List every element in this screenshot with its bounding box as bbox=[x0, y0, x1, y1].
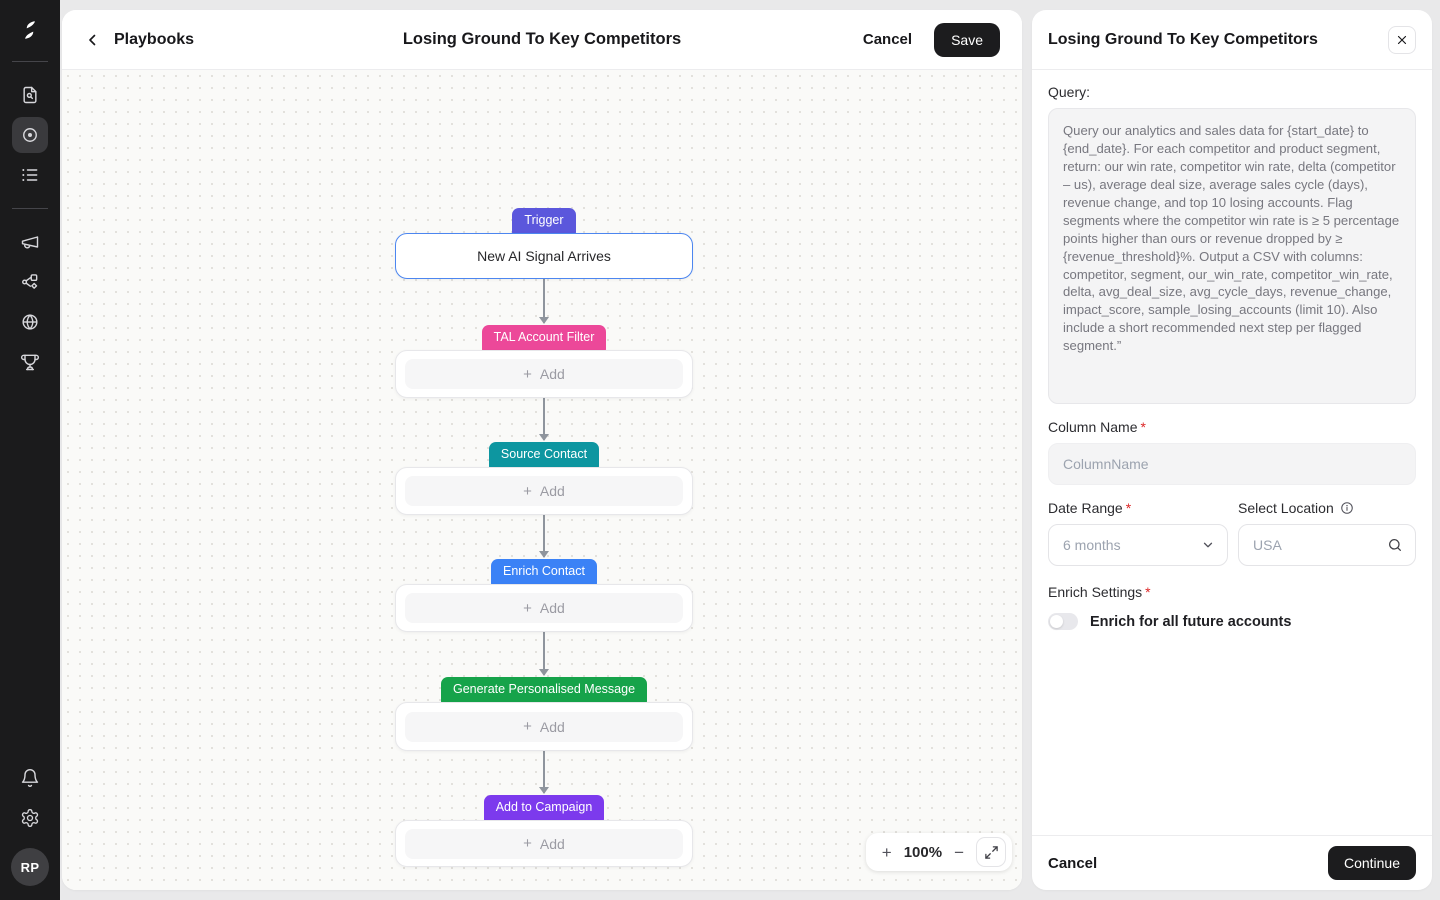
connector-arrow bbox=[539, 395, 549, 441]
select-location-label: Select Location bbox=[1238, 500, 1334, 516]
add-step-button[interactable]: +Add bbox=[405, 359, 683, 389]
add-step-button[interactable]: +Add bbox=[405, 476, 683, 506]
chevron-down-icon bbox=[1201, 538, 1215, 552]
workflow-node[interactable]: +Add bbox=[395, 584, 693, 632]
enrich-settings-label: Enrich Settings* bbox=[1048, 584, 1151, 600]
notifications-bell-icon[interactable] bbox=[12, 760, 48, 796]
column-name-input[interactable] bbox=[1048, 443, 1416, 485]
plus-icon: + bbox=[523, 599, 532, 617]
chevron-left-icon bbox=[84, 31, 102, 49]
enrich-toggle[interactable] bbox=[1048, 613, 1078, 630]
workflow-node[interactable]: +Add bbox=[395, 350, 693, 398]
app-logo-icon[interactable] bbox=[12, 12, 48, 48]
close-icon bbox=[1395, 33, 1409, 47]
trigger-node-title: New AI Signal Arrives bbox=[477, 248, 611, 264]
workflow-node[interactable]: +Add bbox=[395, 820, 693, 867]
location-search-field bbox=[1238, 524, 1416, 566]
close-panel-button[interactable] bbox=[1388, 25, 1416, 54]
continue-button[interactable]: Continue bbox=[1327, 846, 1416, 880]
panel-footer: Cancel Continue bbox=[1032, 835, 1432, 890]
sidebar-item-list[interactable] bbox=[12, 157, 48, 193]
required-asterisk: * bbox=[1145, 584, 1151, 600]
query-textarea[interactable]: Query our analytics and sales data for {… bbox=[1048, 108, 1416, 404]
sidebar-item-workflow[interactable] bbox=[12, 264, 48, 300]
location-search-input[interactable] bbox=[1241, 537, 1387, 553]
connector-arrow bbox=[539, 629, 549, 676]
sidebar-divider bbox=[12, 61, 48, 62]
user-avatar[interactable]: RP bbox=[11, 848, 49, 886]
panel-body: Query: Query our analytics and sales dat… bbox=[1032, 70, 1432, 835]
sidebar-divider bbox=[12, 208, 48, 209]
required-asterisk: * bbox=[1125, 500, 1132, 516]
plus-icon: + bbox=[523, 835, 532, 852]
workflow-node[interactable]: +Add bbox=[395, 702, 693, 751]
back-label: Playbooks bbox=[114, 30, 195, 48]
sidebar-item-globe[interactable] bbox=[12, 304, 48, 340]
zoom-out-button[interactable]: − bbox=[954, 842, 964, 862]
back-to-playbooks[interactable]: Playbooks bbox=[84, 31, 194, 49]
workflow-step: Generate Personalised Message+Add bbox=[395, 677, 693, 751]
workflow-step: Source Contact+Add bbox=[395, 442, 693, 515]
add-step-button[interactable]: +Add bbox=[405, 593, 683, 623]
plus-icon: + bbox=[523, 365, 532, 383]
plus-icon: + bbox=[523, 482, 532, 500]
sidebar-item-document-search[interactable] bbox=[12, 77, 48, 113]
cancel-button[interactable]: Cancel bbox=[862, 31, 913, 48]
search-icon[interactable] bbox=[1387, 537, 1403, 553]
required-asterisk: * bbox=[1140, 419, 1146, 435]
zoom-level: 100% bbox=[903, 843, 943, 861]
fit-to-screen-button[interactable] bbox=[976, 837, 1006, 867]
step-config-panel: Losing Ground To Key Competitors Query: … bbox=[1032, 10, 1432, 890]
trigger-node[interactable]: New AI Signal Arrives bbox=[395, 233, 693, 279]
canvas-header: Losing Ground To Key Competitors Playboo… bbox=[62, 10, 1022, 70]
add-step-button[interactable]: +Add bbox=[405, 828, 683, 859]
panel-header: Losing Ground To Key Competitors bbox=[1032, 10, 1432, 70]
connector-arrow bbox=[539, 277, 549, 324]
workflow-step: Enrich Contact+Add bbox=[395, 559, 693, 632]
date-range-label: Date Range* bbox=[1048, 500, 1132, 516]
sidebar-item-megaphone[interactable] bbox=[12, 224, 48, 260]
workflow-step: TAL Account Filter+Add bbox=[395, 325, 693, 398]
enrich-toggle-label: Enrich for all future accounts bbox=[1090, 613, 1292, 630]
add-step-button[interactable]: +Add bbox=[405, 711, 683, 742]
settings-gear-icon[interactable] bbox=[12, 800, 48, 836]
header-actions: Cancel Save bbox=[862, 22, 1000, 57]
query-label: Query: bbox=[1048, 84, 1091, 100]
toggle-knob bbox=[1050, 615, 1063, 628]
workflow-node[interactable]: +Add bbox=[395, 467, 693, 515]
sidebar: RP bbox=[0, 0, 60, 900]
column-name-label: Column Name* bbox=[1048, 419, 1146, 435]
sidebar-item-playbooks[interactable] bbox=[12, 117, 48, 153]
date-range-value: 6 months bbox=[1063, 537, 1121, 553]
connector-arrow bbox=[539, 748, 549, 794]
connector-arrow bbox=[539, 512, 549, 558]
zoom-controls: + 100% − bbox=[865, 833, 1012, 871]
panel-cancel-button[interactable]: Cancel bbox=[1048, 854, 1098, 872]
save-button[interactable]: Save bbox=[934, 22, 1000, 57]
date-range-select[interactable]: 6 months bbox=[1048, 524, 1228, 566]
sidebar-item-trophy[interactable] bbox=[12, 344, 48, 380]
zoom-in-button[interactable]: + bbox=[881, 842, 892, 862]
panel-title: Losing Ground To Key Competitors bbox=[1048, 30, 1318, 48]
workflow-step: Add to Campaign+Add bbox=[395, 795, 693, 867]
playbook-editor-card: Losing Ground To Key Competitors Playboo… bbox=[62, 10, 1022, 890]
plus-icon: + bbox=[523, 718, 532, 735]
info-icon[interactable] bbox=[1340, 501, 1354, 515]
